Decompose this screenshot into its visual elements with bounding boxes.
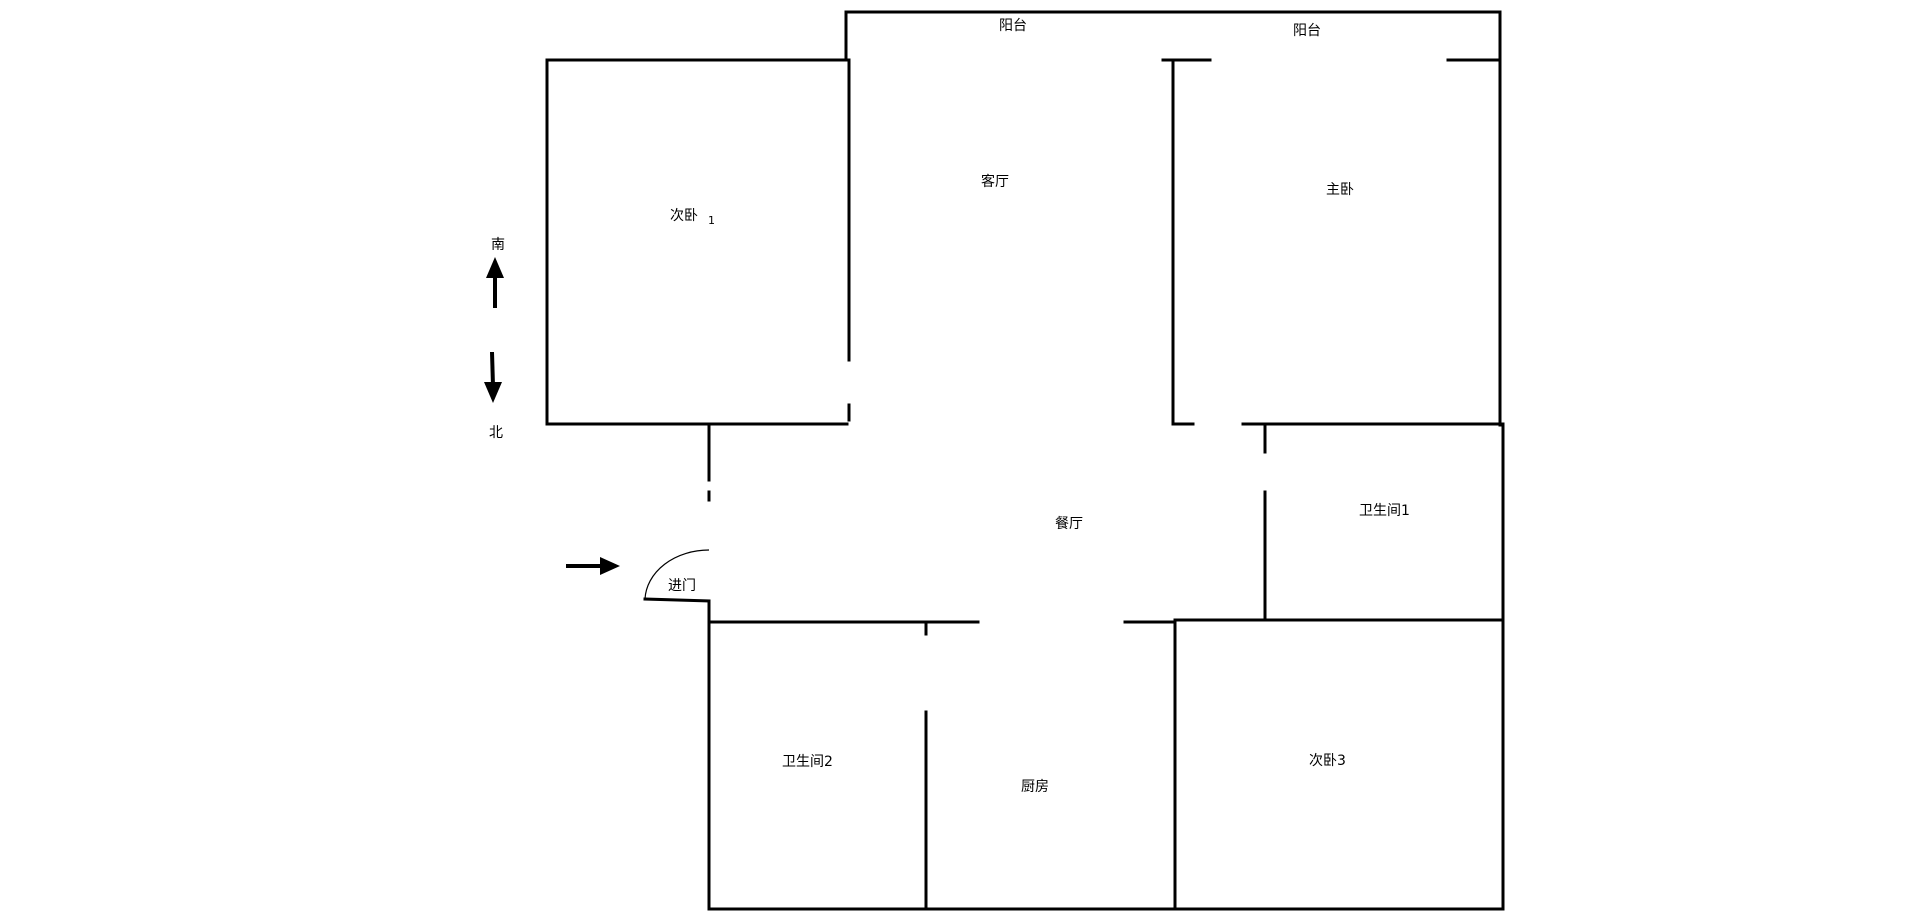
arrow-down-icon <box>484 351 502 403</box>
entrance-arrow-icon <box>566 557 620 575</box>
balcony-1-label: 阳台 <box>999 18 1027 34</box>
compass-north-label: 北 <box>489 425 503 441</box>
kitchen-label: 厨房 <box>1021 779 1049 795</box>
living-room-label: 客厅 <box>981 173 1009 190</box>
bathroom-1-label: 卫生间1 <box>1359 503 1410 519</box>
secondary-bedroom-1-suffix: 1 <box>708 214 715 227</box>
dining-room-label: 餐厅 <box>1055 516 1083 532</box>
master-bedroom-label: 主卧 <box>1326 182 1354 198</box>
door-swing-arc <box>644 549 710 600</box>
compass <box>484 257 620 575</box>
secondary-bedroom-1-label: 次卧 <box>670 208 698 224</box>
balcony-2-label: 阳台 <box>1293 23 1321 39</box>
arrow-up-icon <box>486 257 504 308</box>
secondary-bedroom-3-label: 次卧3 <box>1309 753 1346 769</box>
labels: 阳台 阳台 客厅 主卧 次卧 1 餐厅 卫生间1 卫生间2 厨房 次卧3 进门 … <box>489 18 1410 795</box>
entrance-label: 进门 <box>668 578 696 594</box>
bathroom-2-label: 卫生间2 <box>782 754 833 770</box>
compass-south-label: 南 <box>491 237 505 253</box>
walls <box>545 10 1505 911</box>
